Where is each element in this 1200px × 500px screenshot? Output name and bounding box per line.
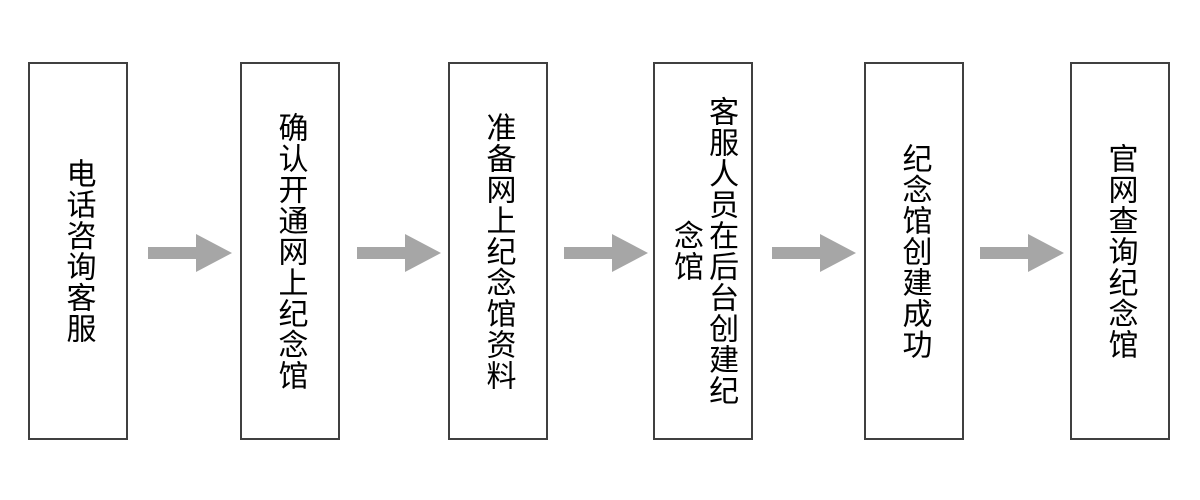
flow-node-label: 准备网上纪念馆资料 <box>480 111 516 391</box>
flow-node-step-5[interactable]: 纪念馆创建成功 <box>864 62 964 440</box>
flow-node-label: 确认开通网上纪念馆 <box>272 111 308 391</box>
right-arrow-icon-2 <box>357 234 441 272</box>
flow-node-label: 客服人员在后台创建纪念馆 <box>668 96 739 406</box>
right-arrow-icon-5 <box>980 234 1064 272</box>
flow-node-step-2[interactable]: 确认开通网上纪念馆 <box>240 62 340 440</box>
right-arrow-icon-4 <box>772 234 856 272</box>
flow-node-label: 电话咨询客服 <box>60 158 96 344</box>
right-arrow-icon-3 <box>564 234 648 272</box>
right-arrow-icon-1 <box>148 234 232 272</box>
flow-node-label: 纪念馆创建成功 <box>896 142 932 360</box>
flow-node-step-6[interactable]: 官网查询纪念馆 <box>1070 62 1170 440</box>
flow-node-step-3[interactable]: 准备网上纪念馆资料 <box>448 62 548 440</box>
flow-node-step-1[interactable]: 电话咨询客服 <box>28 62 128 440</box>
flow-node-label: 官网查询纪念馆 <box>1102 142 1138 360</box>
flow-node-step-4[interactable]: 客服人员在后台创建纪念馆 <box>653 62 753 440</box>
